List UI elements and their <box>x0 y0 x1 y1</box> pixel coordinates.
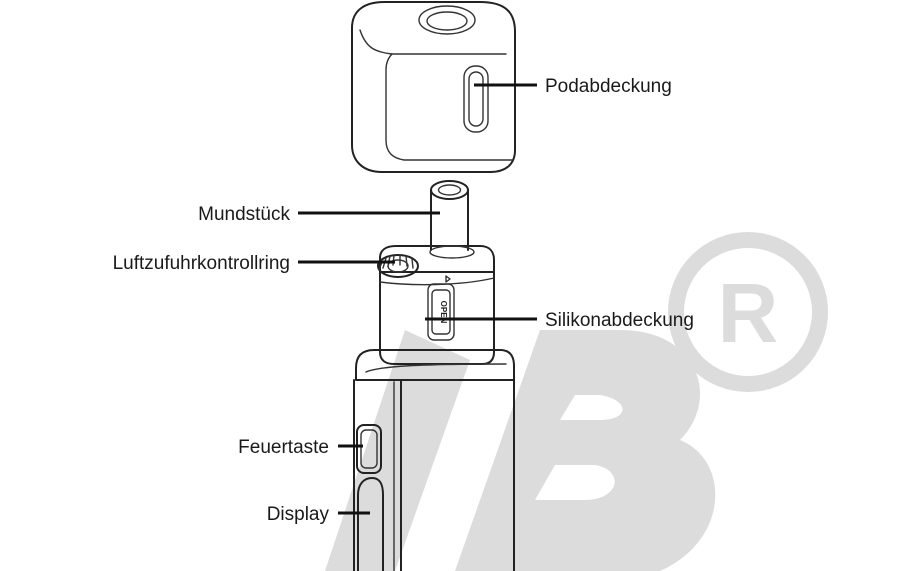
open-marking: OPEN <box>439 301 448 324</box>
registered-mark-icon: R <box>668 232 828 392</box>
watermark-letters <box>325 330 716 571</box>
callout-fire-button: Feuertaste <box>238 437 363 458</box>
pod-cover <box>351 1 516 173</box>
airflow-ring-icon <box>377 254 419 278</box>
callout-silicone-cover: Silikonabdeckung <box>425 310 694 331</box>
label-airflow-ring: Luftzufuhrkontrollring <box>113 253 290 274</box>
svg-text:R: R <box>718 266 779 360</box>
label-display: Display <box>267 504 330 525</box>
fire-button-icon <box>356 424 382 474</box>
label-mouthpiece: Mundstück <box>198 204 290 225</box>
watermark: R <box>325 232 828 571</box>
mouthpiece <box>430 180 469 251</box>
callout-display: Display <box>267 504 370 525</box>
callout-pod-cover: Podabdeckung <box>474 76 672 97</box>
label-pod-cover: Podabdeckung <box>545 76 672 97</box>
callout-mouthpiece: Mundstück <box>198 204 440 225</box>
label-silicone-cover: Silikonabdeckung <box>545 310 694 331</box>
device-body <box>353 349 515 571</box>
display-window <box>357 477 384 571</box>
label-fire-button: Feuertaste <box>238 437 329 458</box>
callout-airflow-ring: Luftzufuhrkontrollring <box>113 253 395 274</box>
